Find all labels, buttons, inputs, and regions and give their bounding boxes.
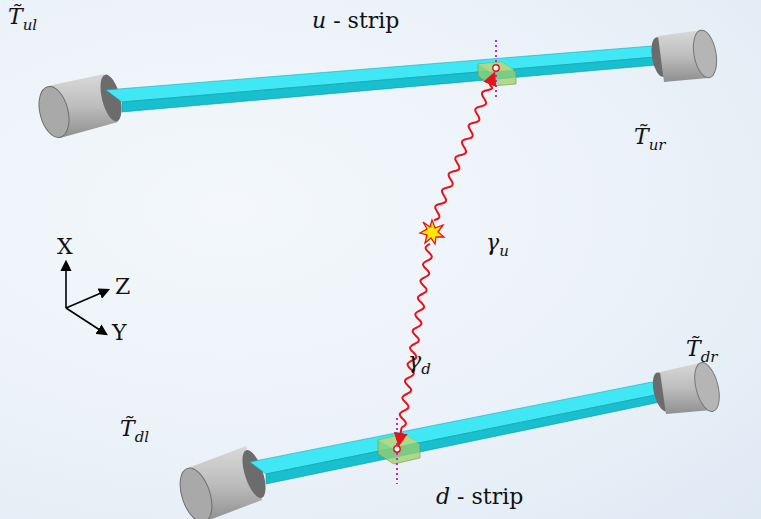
strip-label: u - strip [312,10,399,32]
photon-paths [399,74,494,444]
scintillator-strip [106,46,668,112]
photomultiplier [174,446,270,519]
photon-label: γd [408,350,431,372]
axis-label: X [57,236,73,258]
detector-label: T̃ul [8,6,37,28]
detector-label: T̃ur [634,126,666,148]
axis-label: Y [112,322,127,344]
detector-label: T̃dl [120,418,149,440]
scintillator-strip [250,382,670,484]
annihilation-point [420,220,444,244]
detector-label: T̃dr [686,338,717,360]
photon-label: γu [486,232,509,254]
photon-path [399,244,432,444]
photon-path [434,74,494,220]
axis-triad [66,262,108,334]
hit-region [378,418,420,484]
photomultiplier [649,28,720,82]
photomultiplier [34,73,125,141]
photomultiplier [649,360,723,414]
axis-label: Z [115,276,130,298]
strip-label: d - strip [436,486,523,508]
